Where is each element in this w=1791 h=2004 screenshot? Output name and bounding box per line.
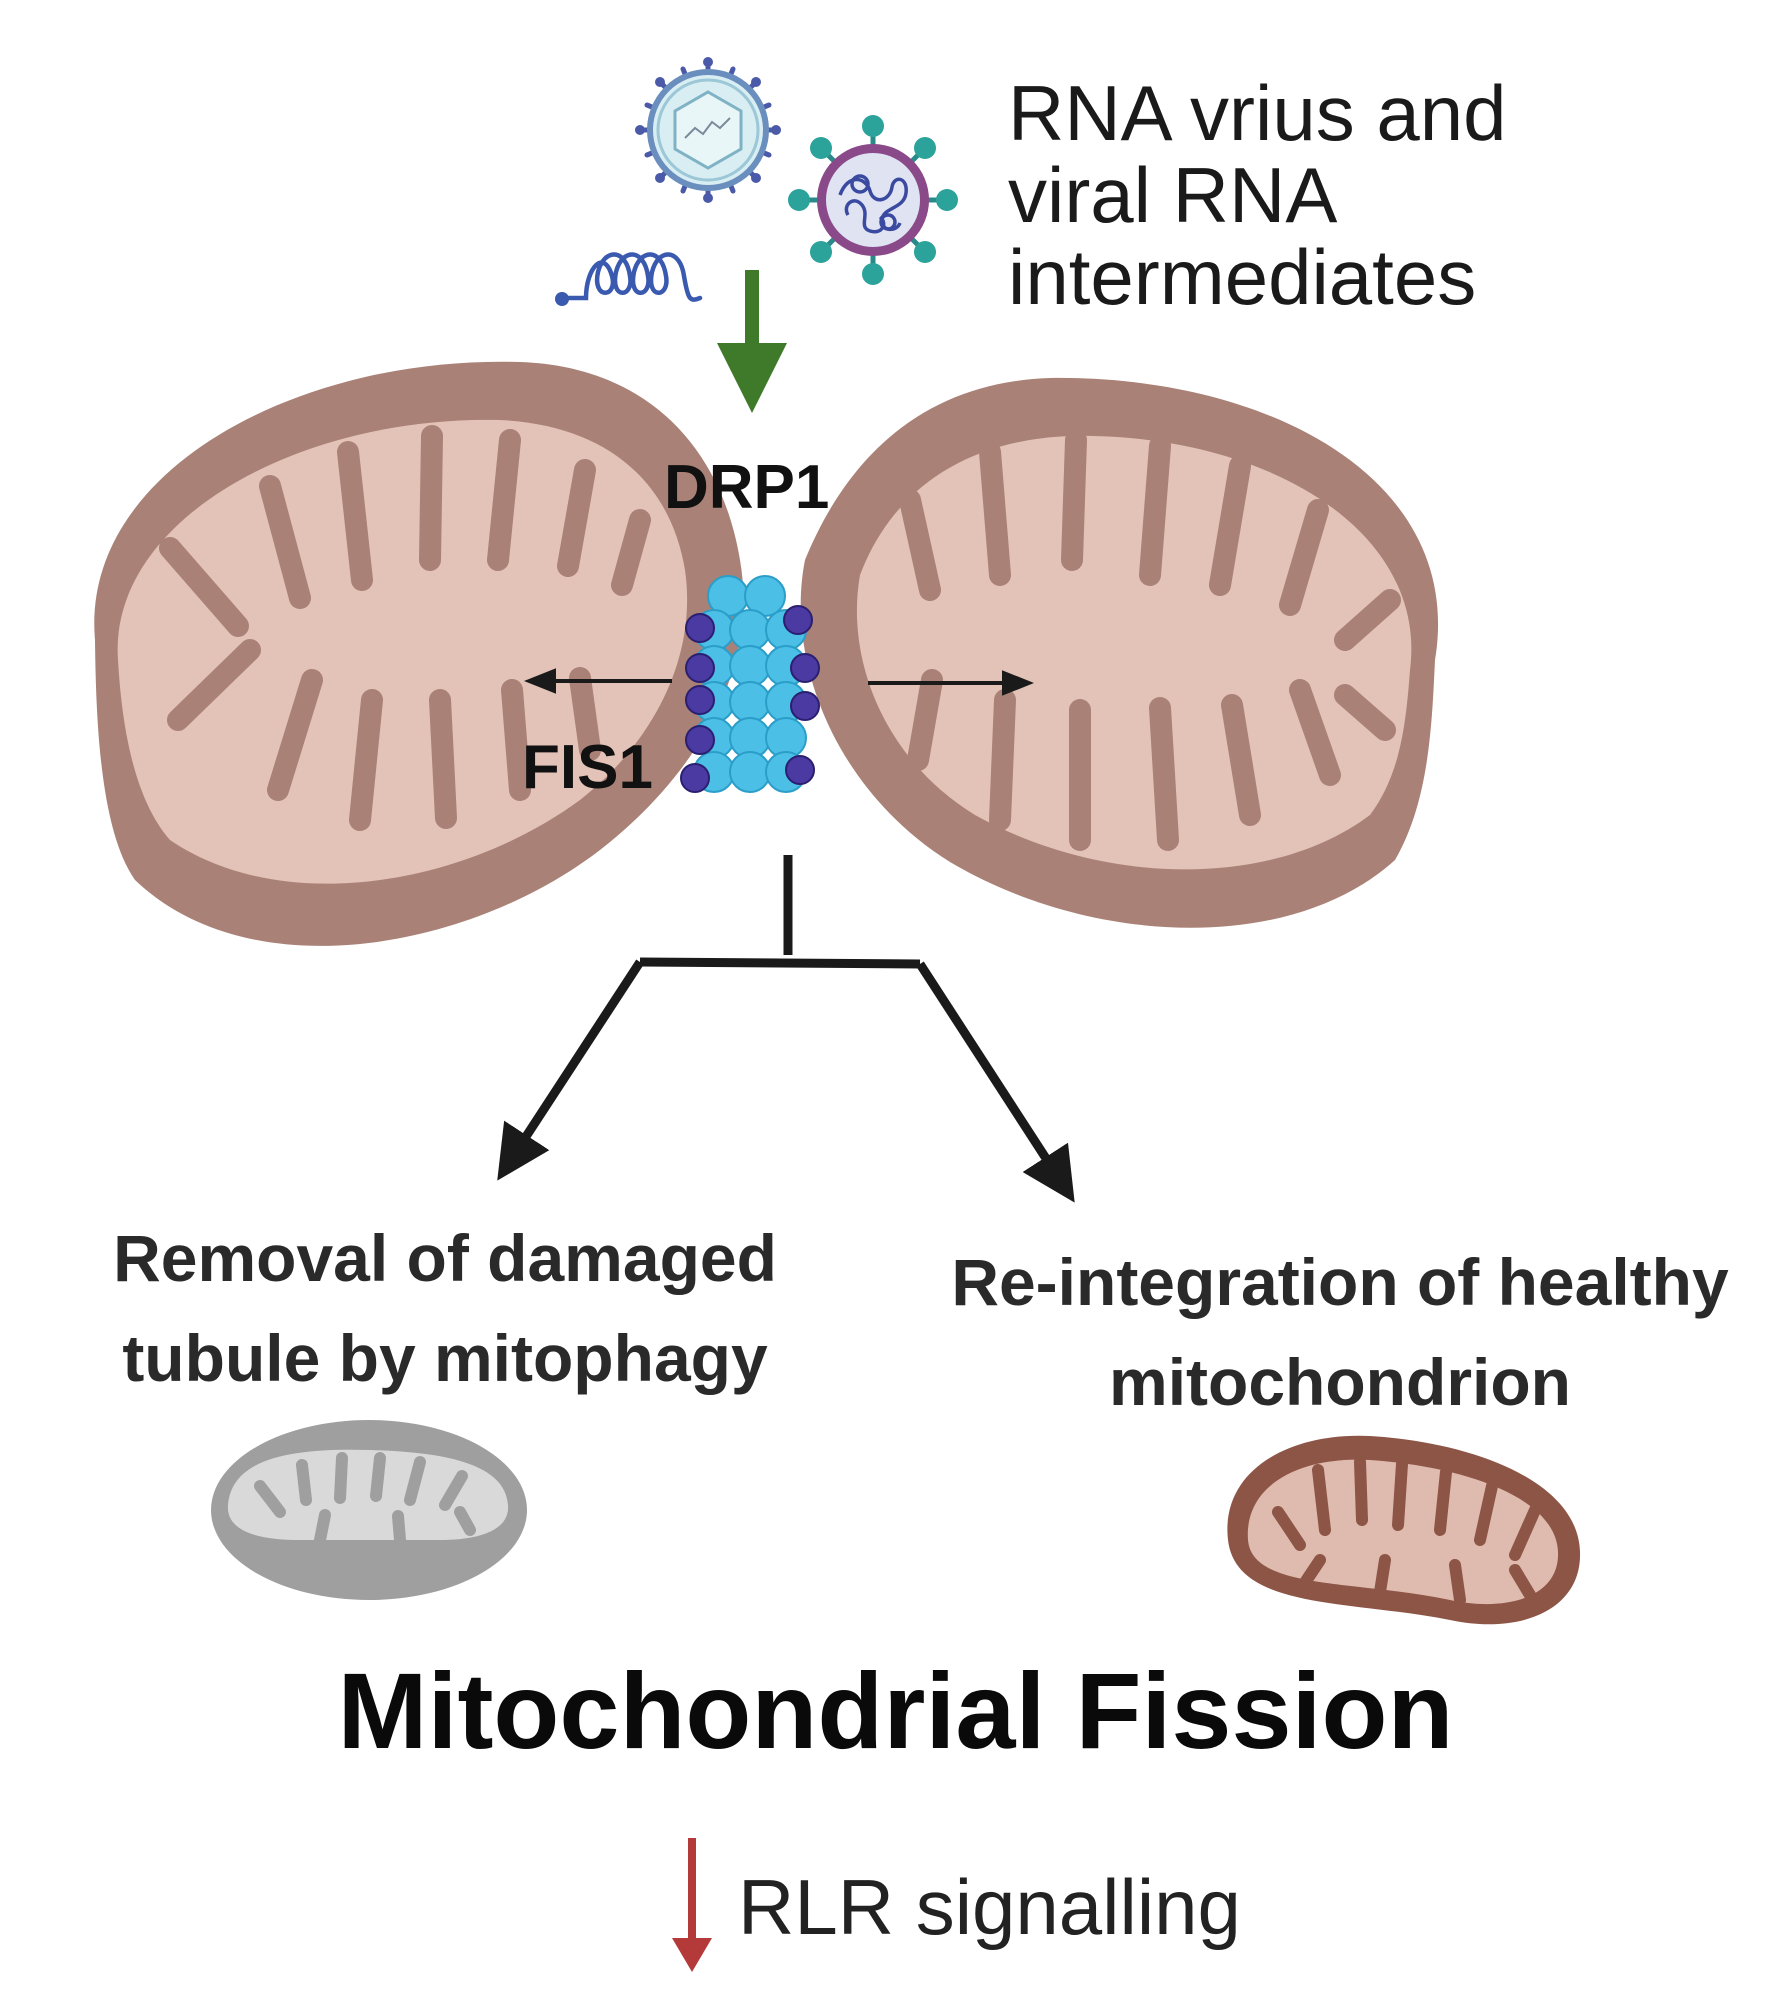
fis1-label: FIS1 [522, 733, 653, 802]
damaged-mitochondrion-icon [211, 1420, 527, 1600]
dividing-mitochondrion [94, 361, 1439, 946]
healthy-mitochondrion-icon [1227, 1435, 1581, 1625]
virus-label: RNA vrius and viral RNA intermediates [1008, 72, 1507, 318]
enveloped-virus-icon [635, 57, 781, 203]
viral-rna-coil-icon [555, 252, 703, 306]
reintegration-outcome-label: Re-integration of healthy mitochondrion [900, 1232, 1780, 1432]
diagram-title: Mitochondrial Fission [337, 1650, 1454, 1771]
rlr-signalling-label: RLR signalling [738, 1863, 1241, 1951]
mitophagy-outcome-label: Removal of damaged tubule by mitophagy [60, 1208, 830, 1408]
virus-label-line3: intermediates [1008, 233, 1477, 321]
decrease-arrow-head [672, 1938, 712, 1972]
virus-label-line2: viral RNA [1008, 151, 1338, 239]
mitophagy-outcome-line1: Removal of damaged [113, 1221, 777, 1295]
virus-label-line1: RNA vrius and [1008, 69, 1507, 157]
mitophagy-outcome-line2: tubule by mitophagy [122, 1321, 768, 1395]
fis1-proteins [680, 605, 820, 793]
drp1-label: DRP1 [664, 453, 830, 522]
outcome-branch-arrows [497, 855, 1075, 1203]
reintegration-outcome-line1: Re-integration of healthy [951, 1245, 1729, 1319]
reintegration-outcome-line2: mitochondrion [1109, 1345, 1571, 1419]
coronavirus-icon [788, 115, 958, 285]
